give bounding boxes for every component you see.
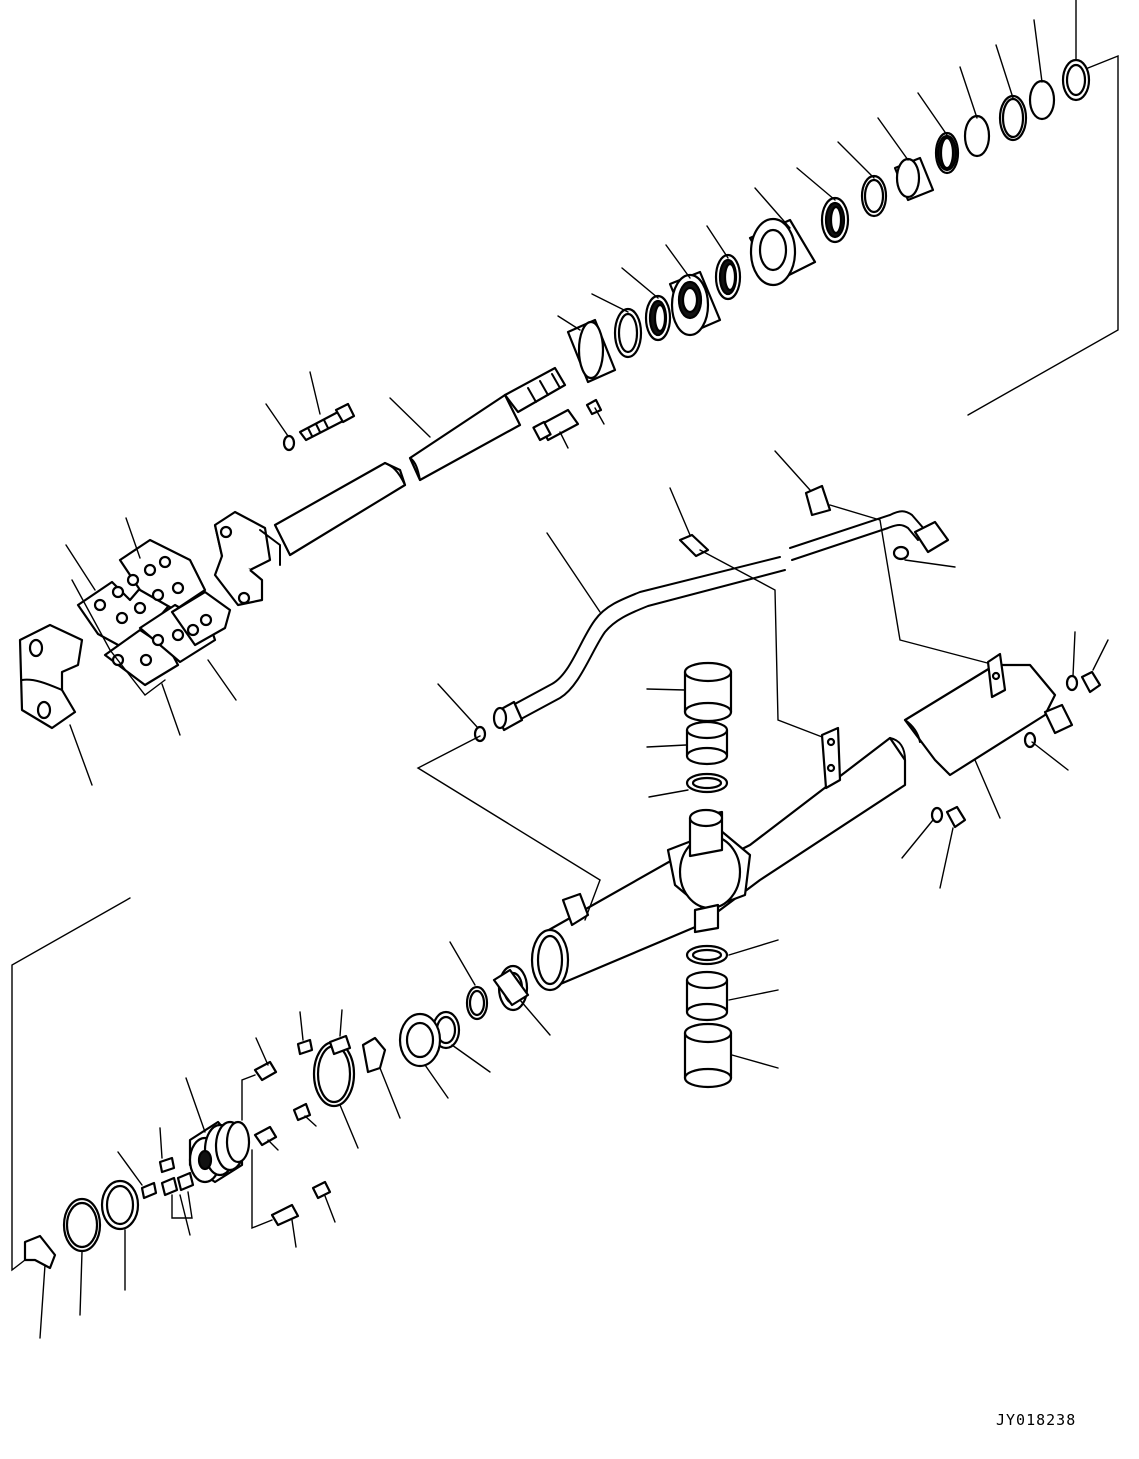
bushings-group	[646, 661, 779, 1089]
split-block-group	[18, 623, 93, 786]
leaders-top	[265, 0, 1119, 449]
piston-rod-group	[213, 366, 567, 607]
rod-cover-group	[532, 294, 672, 442]
drawing-code-label: JY018238	[996, 1411, 1077, 1429]
cylinder-head-group	[668, 58, 1091, 337]
cylinder-tube-group	[530, 631, 1109, 992]
tube-group	[416, 450, 996, 881]
piston-group	[11, 897, 551, 1339]
bolt-group-rod	[282, 402, 356, 452]
shim-plates-group	[65, 517, 237, 736]
